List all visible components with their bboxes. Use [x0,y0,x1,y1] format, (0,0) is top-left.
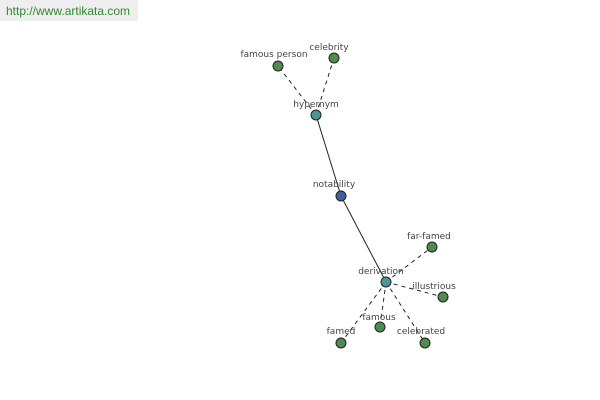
label-famous: famous [362,313,396,323]
label-famed: famed [327,327,356,337]
edge-derivation-far-famed [385,246,433,283]
node-celebrated[interactable] [419,337,431,349]
source-banner: http://www.artikata.com [0,0,138,21]
source-url-link[interactable]: http://www.artikata.com [6,4,131,18]
label-famous-person: famous person [240,50,307,60]
edge-notability-derivation [340,195,387,283]
label-far-famed: far-famed [407,232,451,242]
node-illustrious[interactable] [437,291,449,303]
node-notability[interactable] [335,190,347,202]
label-illustrious: illustrious [412,282,456,292]
label-derivation: derivation [358,267,404,277]
label-hypernym: hypernym [293,100,339,110]
node-celebrity[interactable] [328,52,340,64]
edge-hypernym-celebrity [315,57,335,116]
node-famous[interactable] [374,321,386,333]
node-far-famed[interactable] [426,241,438,253]
label-celebrated: celebrated [397,327,445,337]
label-notability: notability [313,180,356,190]
edge-derivation-illustrious [385,281,444,298]
node-famed[interactable] [335,337,347,349]
label-celebrity: celebrity [309,43,349,53]
node-derivation[interactable] [380,276,392,288]
node-famous-person[interactable] [272,60,284,72]
node-hypernym[interactable] [310,109,322,121]
edge-hypernym-famous-person [277,65,317,116]
edge-notability-hypernym [315,114,342,197]
